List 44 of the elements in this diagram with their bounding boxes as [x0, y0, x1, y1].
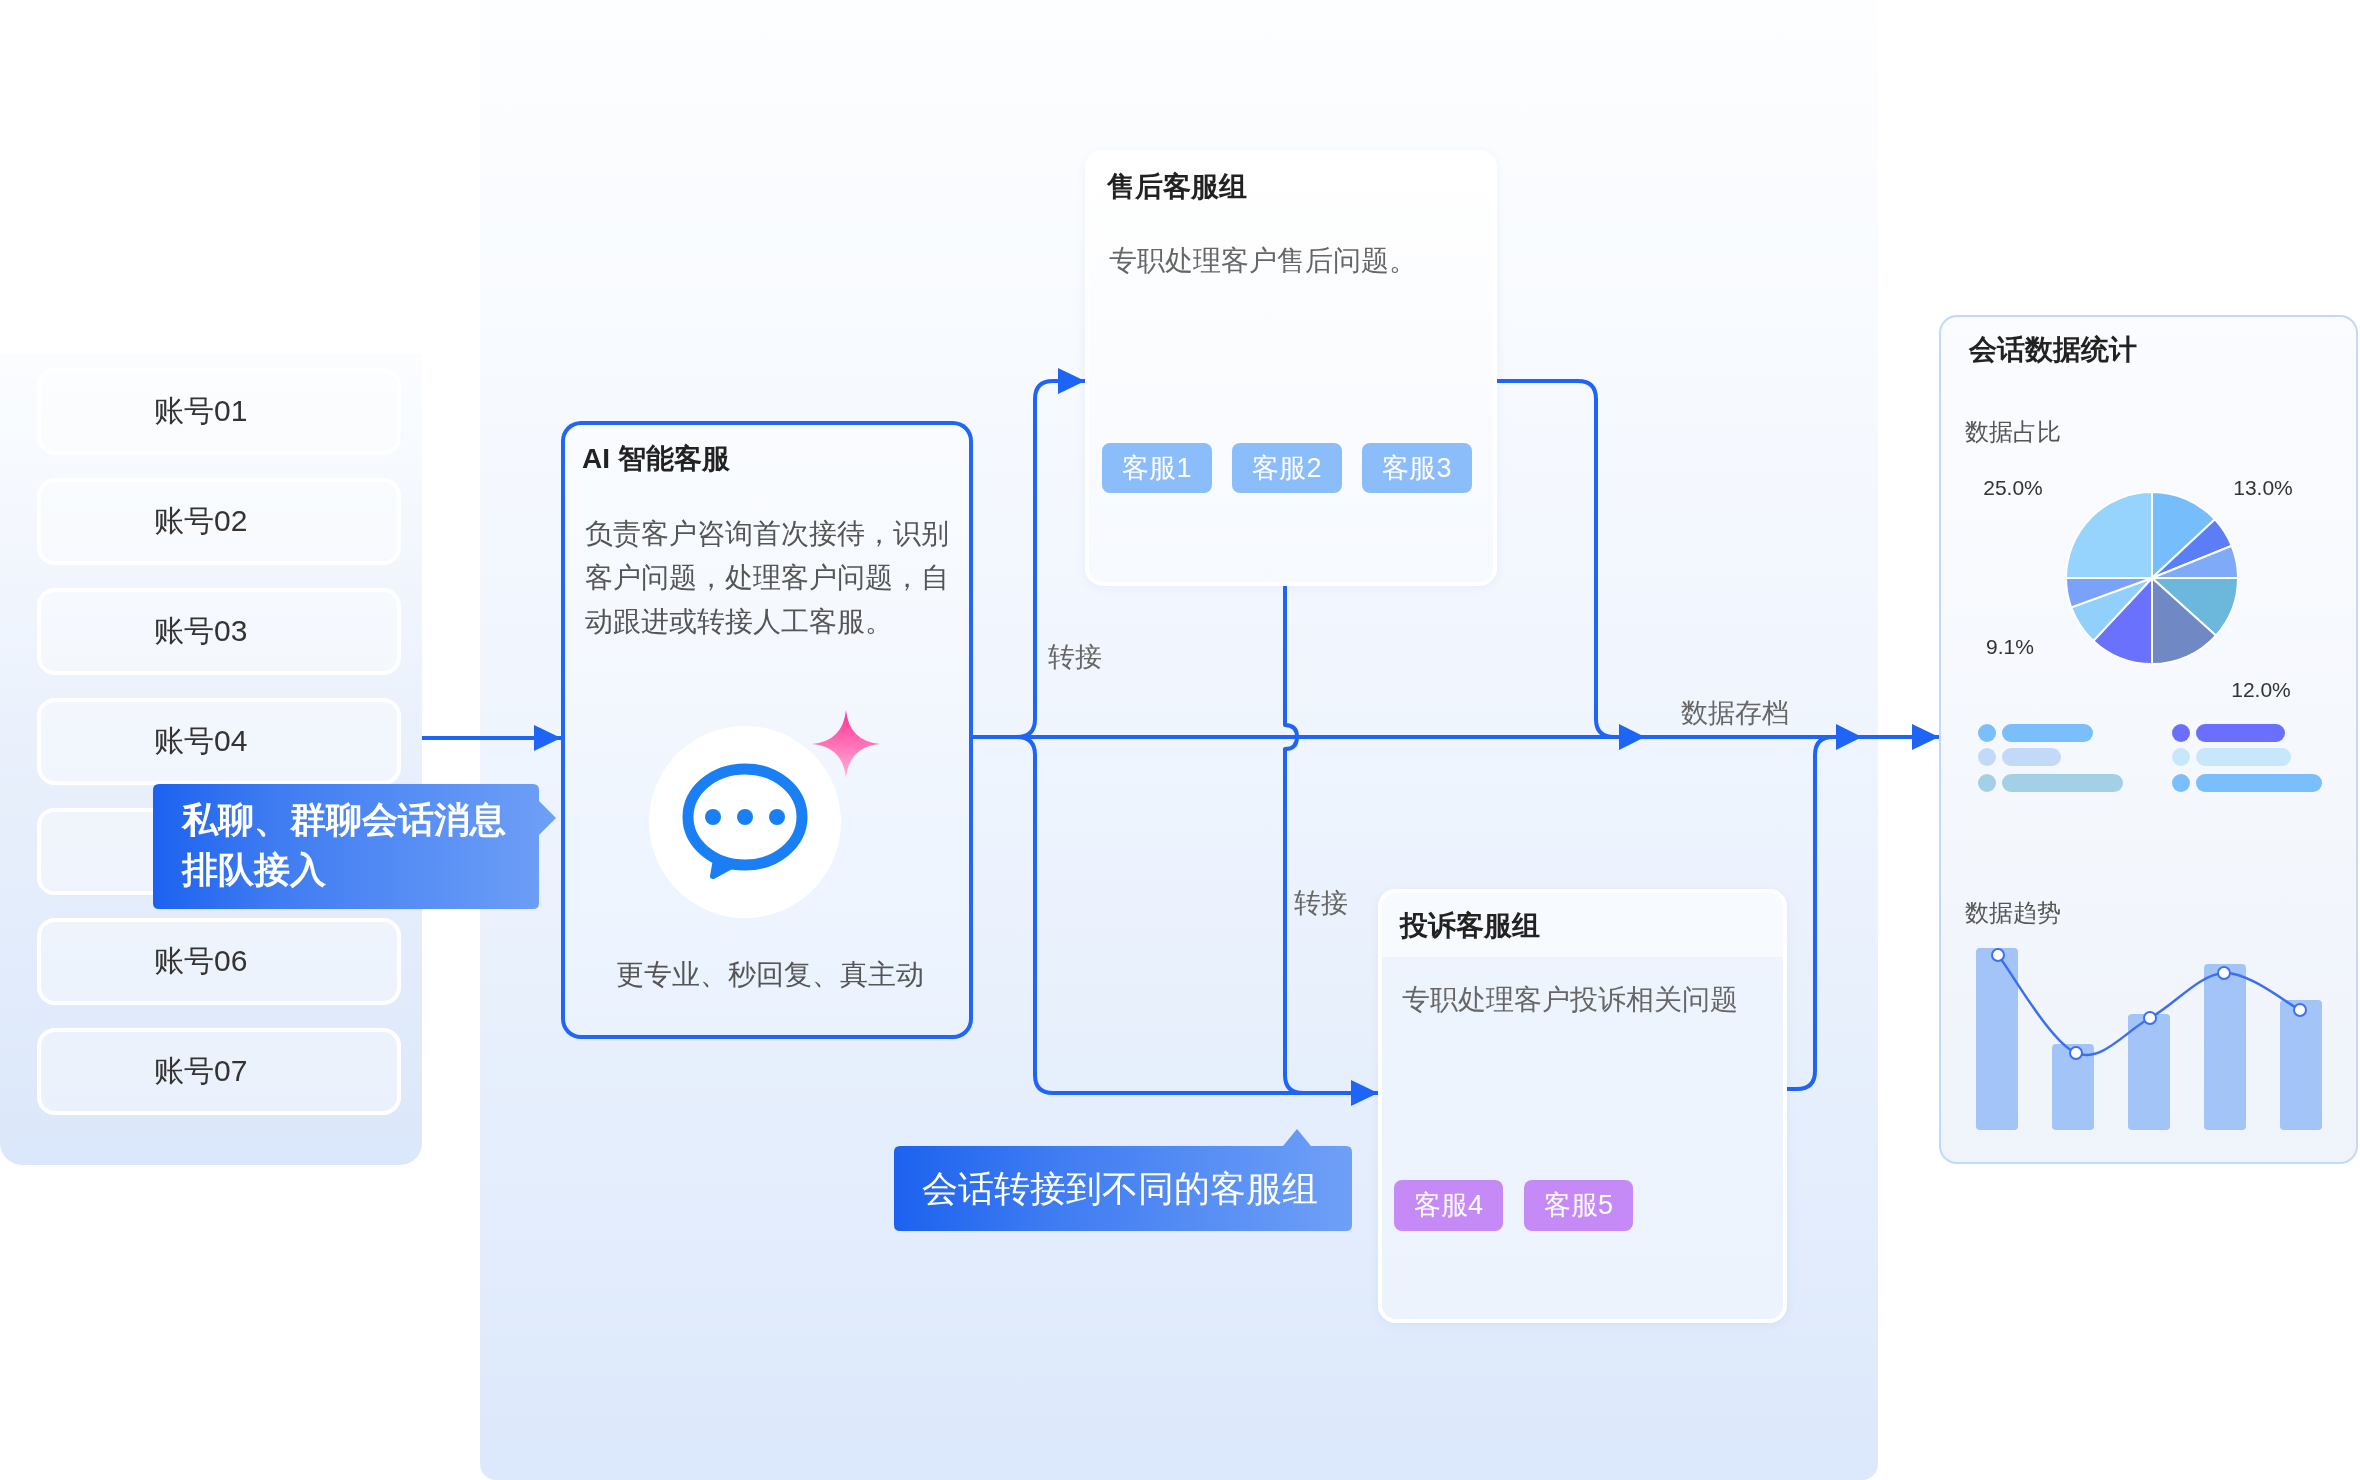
card-title: AI 智能客服 [582, 442, 730, 476]
callout-text: 私聊、群聊会话消息排队接入 [182, 798, 507, 892]
section-heading: 数据趋势 [1965, 898, 2061, 928]
account-card [37, 808, 153, 895]
ai-card [561, 421, 973, 1039]
tag-label: 客服5 [1544, 1189, 1613, 1222]
percent-label: 25.0% [1983, 474, 2043, 501]
card-description: 负责客户咨询首次接待，识别客户问题，处理客户问题，自动跟进或转接人工客服。 [585, 517, 950, 639]
percent-label: 13.0% [2233, 474, 2293, 501]
tag-label: 客服2 [1252, 451, 1322, 485]
agent-tag [1362, 443, 1472, 493]
card-description: 专职处理客户投诉相关问题 [1402, 983, 1738, 1017]
arrow [1303, 1080, 1378, 1106]
tag-label: 客服4 [1414, 1189, 1483, 1222]
group-card [1378, 889, 1787, 1323]
account-name: 账号06 [154, 943, 248, 979]
account-card [37, 1028, 401, 1115]
agent-tag [1524, 1180, 1633, 1231]
callout-text: 会话转接到不同的客服组 [922, 1167, 1318, 1211]
agent-tag [1102, 443, 1212, 493]
callout [153, 784, 557, 909]
percent-label: 9.1% [1986, 633, 2034, 660]
card-title: 售后客服组 [1107, 170, 1247, 204]
account-name: 账号04 [154, 723, 248, 759]
callout [894, 1128, 1352, 1231]
account-card [37, 918, 401, 1005]
card-description: 专职处理客户售后问题。 [1109, 244, 1417, 278]
account-name: 账号01 [154, 393, 248, 429]
account-card [37, 698, 401, 785]
tag-label: 客服3 [1382, 451, 1452, 485]
arrow [422, 725, 561, 751]
account-name: 账号07 [154, 1053, 248, 1089]
percent-label: 12.0% [2231, 676, 2291, 703]
group-card [1085, 150, 1497, 586]
agent-tag [1232, 443, 1342, 493]
account-name: 账号02 [154, 503, 248, 539]
tag-label: 客服1 [1122, 451, 1192, 485]
edge-label: 转接 [1294, 887, 1348, 920]
slogan: 更专业、秒回复、真主动 [616, 958, 924, 992]
agent-tag [1394, 1180, 1503, 1231]
account-name: 账号03 [154, 613, 248, 649]
card-title: 投诉客服组 [1400, 909, 1540, 943]
card-title: 会话数据统计 [1969, 333, 2137, 367]
section-heading: 数据占比 [1965, 417, 2061, 447]
